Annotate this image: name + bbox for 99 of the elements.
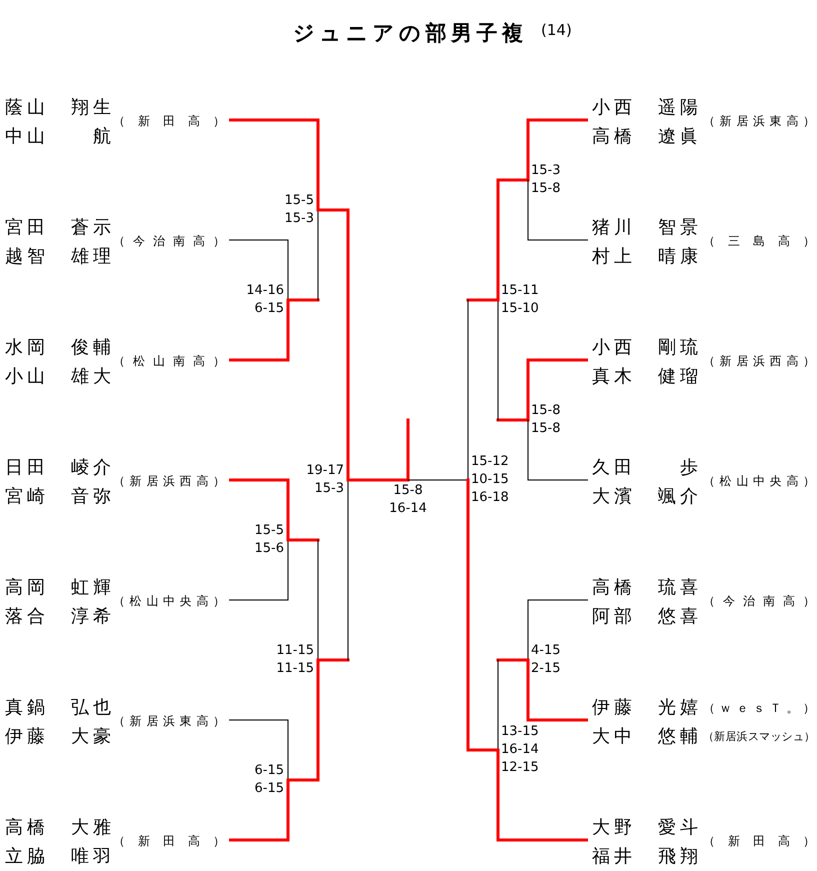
school-name: （新居浜東高） — [703, 114, 815, 128]
school-name: （今治南高） — [113, 234, 225, 248]
bracket-line — [346, 478, 410, 482]
player-name: 真木 健瑠 — [592, 367, 702, 387]
bracket-line — [229, 720, 288, 780]
school-name: （松山中央高） — [113, 594, 225, 608]
game-score: 14-16 — [246, 282, 284, 300]
game-score: 16-14 — [389, 500, 427, 518]
player-name: 阿部 悠喜 — [592, 607, 702, 627]
school-name: （新田高） — [113, 114, 225, 128]
title: ジュニアの部男子複 — [293, 21, 528, 45]
player-name: 村上 晴康 — [592, 247, 702, 267]
game-score: 15-8 — [393, 482, 423, 500]
game-score: 6-15 — [254, 762, 284, 780]
game-score: 16-18 — [471, 489, 509, 507]
game-score: 15-10 — [501, 300, 539, 318]
school-name: （新居浜西高） — [703, 354, 815, 368]
player-name: 蔭山 翔生 — [5, 98, 115, 118]
bracket-line — [466, 298, 500, 480]
game-score: 15-5 — [254, 522, 284, 540]
bracket-line — [496, 658, 530, 750]
player-name: 立脇 唯羽 — [5, 847, 115, 867]
bracket-line — [286, 538, 320, 660]
game-score: 10-15 — [471, 471, 509, 489]
player-name: 伊藤 光嬉 — [592, 698, 702, 718]
player-name: 宮田 蒼示 — [5, 218, 115, 238]
bracket-line — [229, 240, 288, 300]
school-name: （新居浜スマッシュ） — [703, 730, 815, 744]
bracket-line — [286, 658, 320, 782]
game-score: 15-8 — [531, 420, 561, 438]
school-name: （三島高） — [703, 234, 815, 248]
bracket-line — [229, 118, 320, 212]
game-score: 4-15 — [531, 642, 561, 660]
game-score: 15-11 — [501, 282, 539, 300]
player-name: 高橋 琉喜 — [592, 578, 702, 598]
player-name: 大濱 颯介 — [592, 487, 702, 507]
bracket-line — [229, 478, 290, 542]
player-name: 小西 剛琉 — [592, 338, 702, 358]
game-score: 15-3 — [314, 480, 344, 498]
bracket-line — [496, 178, 530, 302]
game-score: 15-6 — [254, 540, 284, 558]
game-score: 15-8 — [531, 180, 561, 198]
player-name: 高岡 虹輝 — [5, 578, 115, 598]
player-name: 水岡 俊輔 — [5, 338, 115, 358]
bracket-line — [528, 600, 588, 660]
player-name: 日田 崚介 — [5, 458, 115, 478]
player-name: 中山 航 — [5, 127, 115, 147]
game-score: 13-15 — [501, 723, 539, 741]
school-name: （新田高） — [113, 834, 225, 848]
bracket-line — [406, 418, 410, 482]
bracket-line — [526, 118, 588, 182]
game-score: 2-15 — [531, 660, 561, 678]
game-score: 11-15 — [276, 660, 314, 678]
bracket-line — [526, 358, 588, 422]
bracket-line — [286, 210, 320, 302]
game-score: 16-14 — [501, 741, 539, 759]
school-name: （新田高） — [703, 834, 815, 848]
game-score: 12-15 — [501, 759, 539, 777]
game-score: 15-5 — [284, 192, 314, 210]
player-name: 落合 淳希 — [5, 607, 115, 627]
school-name: （ｗｅｓＴ。） — [703, 701, 815, 715]
bracket-line — [316, 208, 350, 482]
game-score: 11-15 — [276, 642, 314, 660]
player-name: 高橋 大雅 — [5, 818, 115, 838]
bracket-line — [528, 180, 588, 240]
player-name: 福井 飛翔 — [592, 847, 702, 867]
bracket-line — [528, 420, 588, 480]
game-score: 6-15 — [254, 780, 284, 798]
bracket-line — [229, 298, 290, 362]
entry-count: (14) — [541, 21, 572, 39]
player-name: 伊藤 大豪 — [5, 727, 115, 747]
player-name: 宮崎 音弥 — [5, 487, 115, 507]
bracket-line — [229, 540, 288, 600]
player-name: 真鍋 弘也 — [5, 698, 115, 718]
player-name: 久田 歩 — [592, 458, 702, 478]
game-score: 15-12 — [471, 453, 509, 471]
bracket-line — [229, 778, 290, 842]
school-name: （松山中央高） — [703, 474, 815, 488]
bracket-line — [496, 300, 530, 422]
player-name: 小山 雄大 — [5, 367, 115, 387]
player-name: 小西 遥陽 — [592, 98, 702, 118]
game-score: 15-3 — [284, 210, 314, 228]
bracket-line — [316, 480, 350, 662]
player-name: 大野 愛斗 — [592, 818, 702, 838]
game-score: 19-17 — [306, 462, 344, 480]
bracket-line — [496, 748, 588, 842]
school-name: （新居浜西高） — [113, 474, 225, 488]
game-score: 15-8 — [531, 402, 561, 420]
player-name: 高橋 遼眞 — [592, 127, 702, 147]
school-name: （松山南高） — [113, 354, 225, 368]
player-name: 猪川 智景 — [592, 218, 702, 238]
bracket-line — [466, 478, 500, 752]
game-score: 15-3 — [531, 162, 561, 180]
bracket-line — [526, 658, 588, 722]
school-name: （今治南高） — [703, 594, 815, 608]
player-name: 越智 雄理 — [5, 247, 115, 267]
school-name: （新居浜東高） — [113, 714, 225, 728]
player-name: 大中 悠輔 — [592, 727, 702, 747]
game-score: 6-15 — [254, 300, 284, 318]
